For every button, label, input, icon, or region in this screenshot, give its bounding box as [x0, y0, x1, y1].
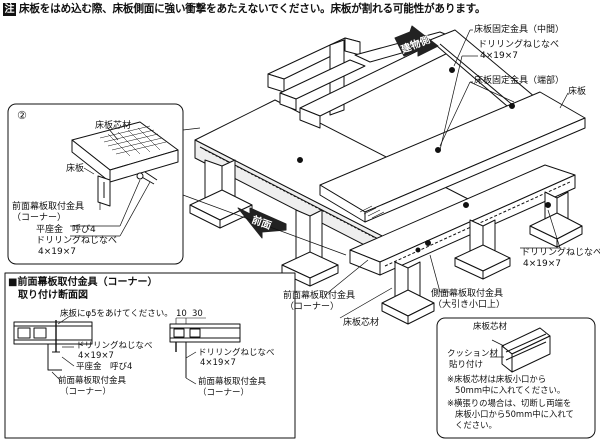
label-screw-right-size: 4×19×7 [523, 259, 561, 269]
cushion-material-line1: クッション材 [447, 349, 499, 359]
cushion-note2-line1: ※横張りの場合は、切断し両端を [447, 398, 572, 408]
section-washer: 平座金 呼び4 [76, 362, 133, 372]
label-floorboard: 床板 [568, 87, 587, 97]
floorboard-plank [319, 91, 586, 223]
detail2-callout [7, 103, 347, 265]
notice-mark: 注 [3, 3, 16, 16]
notice-text: 床板をはめ込む際、床板側面に強い衝撃をあたえないでください。床板が割れる可能性が… [19, 3, 486, 15]
section-bracket-sub: （コーナー） [60, 387, 112, 397]
front-side-arrow [237, 207, 287, 239]
label-front-bracket: 前面幕板取付金具 [283, 291, 356, 301]
detail2-bracket-sub: （コーナー） [12, 213, 67, 223]
detail2-core: 床板芯材 [95, 121, 132, 131]
cushion-note2-line3: ください。 [455, 420, 497, 430]
main-leaders [324, 29, 569, 319]
cushion-note1-line2: 50mm中に入れてください。 [455, 385, 566, 395]
label-screw-right: ドリリングねじなべ [521, 248, 600, 258]
section-title-line2: 取り付け断面図 [18, 290, 88, 301]
detail2-bracket: 前面幕板取付金具 [12, 202, 85, 212]
section-bracket2-sub: （コーナー） [198, 388, 250, 398]
label-front-bracket-sub: （コーナー） [285, 302, 340, 312]
cushion-core: 床板芯材 [473, 322, 508, 332]
back-side-arrow [394, 25, 439, 57]
main-core-hatch [359, 205, 385, 219]
cushion-material-line2: 貼り付け [449, 360, 484, 370]
section-dim-10: 10 [176, 309, 187, 319]
detail2-screw: ドリリングねじなべ [36, 236, 118, 246]
detail2-washer: 平座金 呼び4 [36, 225, 96, 235]
label-screw-top-size: 4×19×7 [480, 51, 518, 61]
section-bracket: 前面幕板取付金具 [58, 376, 127, 386]
section-screw-size: 4×19×7 [78, 351, 114, 361]
label-fixing-mid: 床板固定金具（中間） [474, 25, 565, 35]
section-title-line1: ■前面幕板取付金具（コーナー） [8, 277, 158, 288]
main-screws [297, 67, 551, 253]
cushion-note2-line2: 床板小口から50mm中に入れて [455, 409, 574, 419]
detail2-floorboard: 床板 [66, 164, 85, 174]
detail2-number: ② [17, 109, 27, 122]
section-screw: ドリリングねじなべ [76, 341, 153, 351]
label-side-bracket-sub: （大引き小口上） [433, 300, 506, 310]
cushion-note1-line1: ※床板芯材は床板小口から [447, 374, 547, 384]
section-box [4, 272, 296, 439]
detail2-screw-size: 4×19×7 [38, 247, 76, 257]
footings [189, 189, 583, 325]
section-title: ■前面幕板取付金具（コーナー） 取り付け断面図 [8, 276, 157, 302]
label-side-bracket: 側面幕板取付金具 [431, 289, 504, 299]
label-fixing-end: 床板固定金具（端部） [474, 76, 565, 86]
section-screw2: ドリリングねじなべ [198, 348, 275, 358]
label-screw-top: ドリリングねじなべ [478, 40, 560, 50]
section-screw2-size: 4×19×7 [200, 358, 236, 368]
section-dim-30: 30 [192, 309, 203, 319]
section-hole: 床板にφ5をあけてください。 [60, 309, 173, 319]
cushion-callout [436, 317, 596, 439]
notice: 注 床板をはめ込む際、床板側面に強い衝撃をあたえないでください。床板が割れる可能… [3, 3, 486, 16]
label-floor-core: 床板芯材 [343, 318, 380, 328]
section-bracket2: 前面幕板取付金具 [198, 377, 267, 387]
